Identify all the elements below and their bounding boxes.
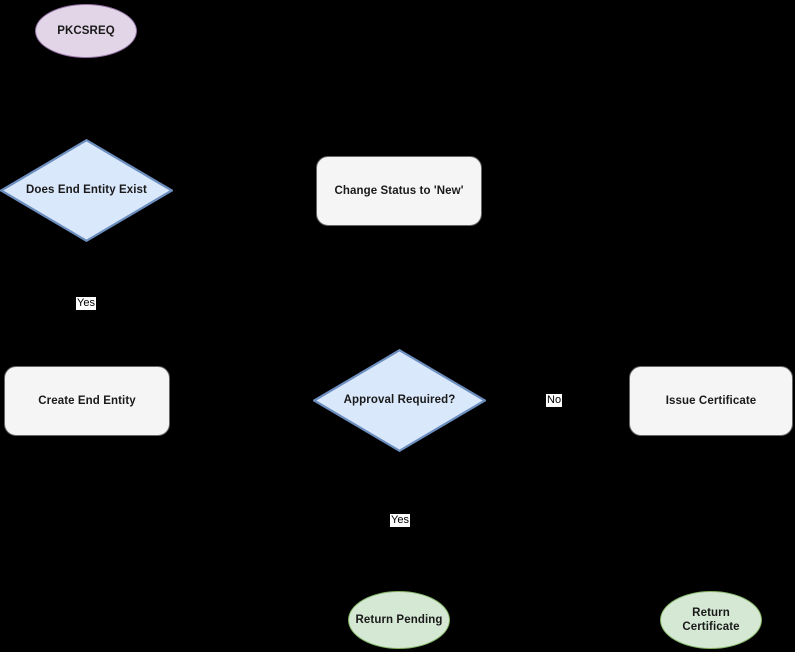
- edge-label-yes-approval: Yes: [390, 514, 410, 527]
- node-return-certificate-label-line1: Return: [692, 606, 730, 619]
- node-return-pending-label: Return Pending: [355, 613, 443, 626]
- diamond-shape-icon: [313, 349, 486, 452]
- node-issue-certificate[interactable]: Issue Certificate: [629, 366, 793, 436]
- node-pkcsreq-label: PKCSREQ: [57, 24, 115, 37]
- edge-label-no-approval: No: [546, 394, 563, 407]
- node-approval-required-label: Approval Required?: [343, 394, 456, 407]
- node-return-certificate[interactable]: Return Certificate: [660, 591, 762, 649]
- node-change-status-to-new-label: Change Status to 'New': [334, 184, 464, 197]
- node-create-end-entity[interactable]: Create End Entity: [4, 366, 170, 436]
- node-does-end-entity-exist-label: Does End Entity Exist: [26, 184, 147, 197]
- node-pkcsreq[interactable]: PKCSREQ: [35, 4, 137, 58]
- node-approval-required[interactable]: Approval Required?: [313, 349, 486, 452]
- node-return-certificate-label-line2: Certificate: [682, 621, 740, 633]
- node-issue-certificate-label: Issue Certificate: [665, 394, 757, 407]
- node-does-end-entity-exist[interactable]: Does End Entity Exist: [0, 139, 173, 242]
- node-change-status-to-new[interactable]: Change Status to 'New': [316, 156, 482, 226]
- node-return-certificate-label: Return Certificate: [682, 606, 739, 635]
- node-return-pending[interactable]: Return Pending: [348, 591, 450, 649]
- edge-label-yes-exists: Yes: [76, 297, 96, 310]
- diamond-shape-icon: [0, 139, 173, 242]
- node-create-end-entity-label: Create End Entity: [38, 394, 136, 407]
